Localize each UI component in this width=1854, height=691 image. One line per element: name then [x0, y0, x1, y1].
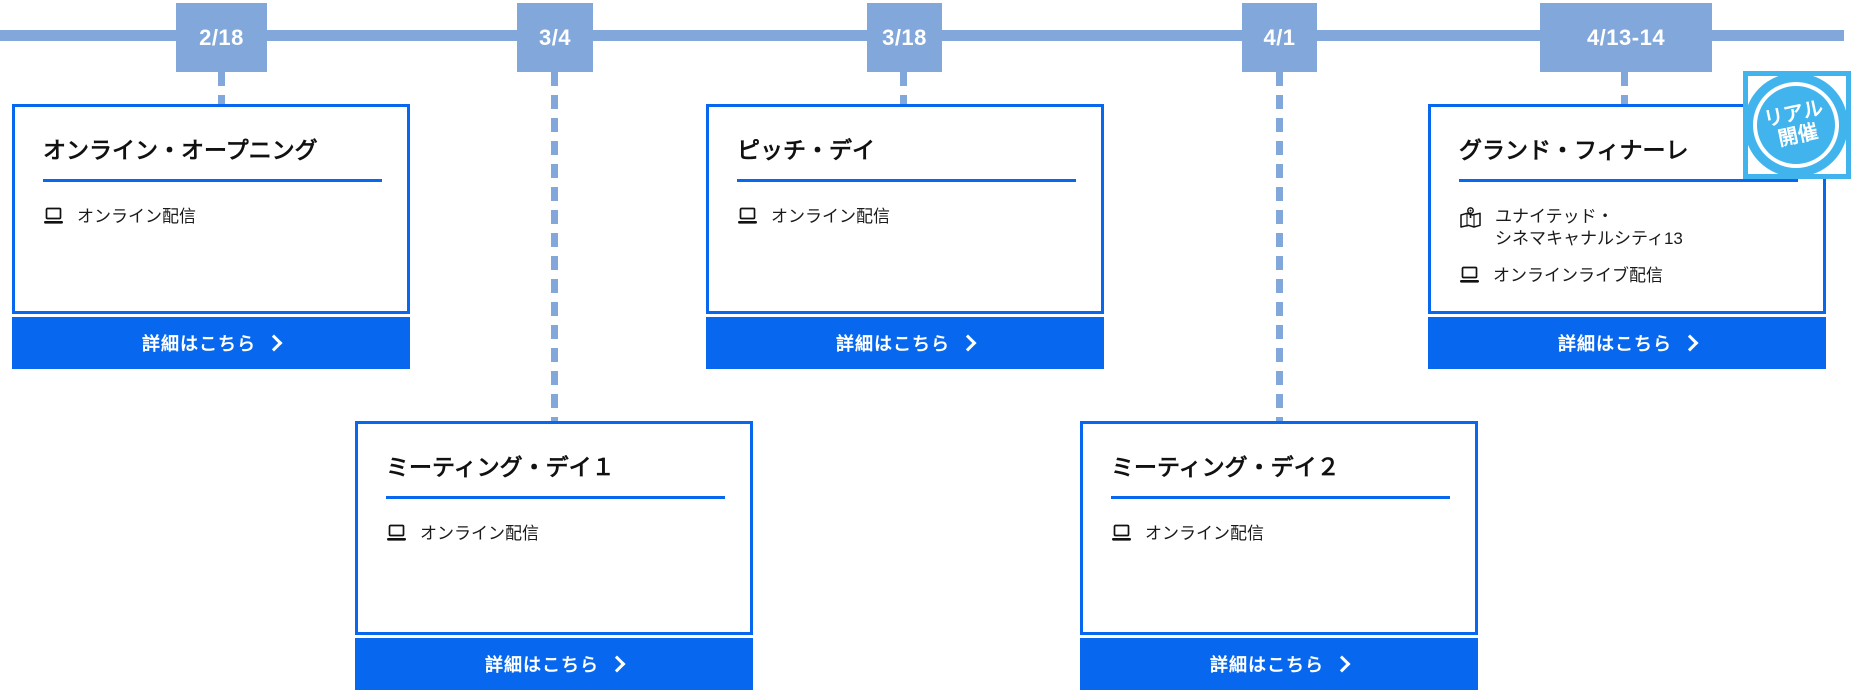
info-text: オンライン配信	[420, 524, 539, 543]
chevron-right-icon	[1681, 334, 1699, 352]
info-text: オンライン配信	[77, 207, 196, 226]
info-text: オンライン配信	[771, 207, 890, 226]
info-row: ユナイテッド・ シネマキャナルシティ13	[1459, 206, 1798, 251]
details-button-label: 詳細はこちら	[1558, 334, 1672, 354]
venue-line-1: ユナイテッド・	[1495, 207, 1614, 226]
details-button[interactable]: 詳細はこちら	[1080, 638, 1478, 690]
event-card-pitch-day: ピッチ・デイ オンライン配信 詳細はこちら	[706, 104, 1104, 369]
connector-line	[551, 72, 558, 421]
badge-ring	[1753, 82, 1839, 168]
date-marker-2: 3/4	[517, 3, 593, 72]
details-button-label: 詳細はこちら	[1210, 655, 1324, 675]
info-text: オンライン配信	[1145, 524, 1264, 543]
date-marker-4: 4/1	[1242, 3, 1317, 72]
event-card-meeting-day-2: ミーティング・デイ２ オンライン配信 詳細はこちら	[1080, 421, 1478, 690]
title-underline	[737, 179, 1076, 182]
details-button-label: 詳細はこちら	[485, 655, 599, 675]
real-event-badge: リアル 開催	[1743, 71, 1851, 179]
chevron-right-icon	[265, 334, 283, 352]
event-card-meeting-day-1: ミーティング・デイ１ オンライン配信 詳細はこちら	[355, 421, 753, 690]
card-body: ミーティング・デイ２ オンライン配信	[1080, 421, 1478, 635]
date-label: 4/13-14	[1586, 24, 1666, 50]
card-body: ミーティング・デイ１ オンライン配信	[355, 421, 753, 635]
event-card-online-opening: オンライン・オープニング オンライン配信 詳細はこちら	[12, 104, 410, 369]
card-body: ピッチ・デイ オンライン配信	[706, 104, 1104, 314]
connector-line	[1621, 72, 1628, 105]
connector-line	[218, 72, 225, 104]
laptop-icon	[1111, 524, 1132, 547]
date-marker-5: 4/13-14	[1540, 3, 1712, 72]
date-label: 3/18	[882, 24, 927, 50]
details-button[interactable]: 詳細はこちら	[1428, 317, 1826, 369]
connector-line	[900, 72, 907, 104]
laptop-icon	[43, 207, 64, 230]
date-marker-1: 2/18	[176, 3, 267, 72]
laptop-icon	[1459, 266, 1480, 289]
details-button[interactable]: 詳細はこちら	[706, 317, 1104, 369]
laptop-icon	[737, 207, 758, 230]
info-row: オンライン配信	[43, 206, 382, 230]
event-title: ミーティング・デイ１	[386, 454, 615, 480]
chevron-right-icon	[959, 334, 977, 352]
venue-line-2: シネマキャナルシティ13	[1495, 229, 1683, 249]
details-button[interactable]: 詳細はこちら	[355, 638, 753, 690]
date-label: 4/1	[1263, 24, 1296, 50]
connector-line	[1276, 72, 1283, 421]
laptop-icon	[386, 524, 407, 547]
info-row: オンラインライブ配信	[1459, 265, 1798, 289]
title-underline	[386, 496, 725, 499]
date-label: 2/18	[199, 24, 244, 50]
badge-circle: リアル 開催	[1744, 73, 1848, 177]
info-row: オンライン配信	[1111, 523, 1450, 547]
map-pin-icon	[1459, 207, 1482, 234]
details-button[interactable]: 詳細はこちら	[12, 317, 410, 369]
info-row: オンライン配信	[386, 523, 725, 547]
date-marker-3: 3/18	[867, 3, 942, 72]
info-text: ユナイテッド・ シネマキャナルシティ13	[1495, 206, 1683, 251]
info-row: オンライン配信	[737, 206, 1076, 230]
details-button-label: 詳細はこちら	[142, 334, 256, 354]
chevron-right-icon	[608, 655, 626, 673]
event-title: オンライン・オープニング	[43, 137, 318, 163]
title-underline	[1459, 179, 1798, 182]
details-button-label: 詳細はこちら	[836, 334, 950, 354]
title-underline	[1111, 496, 1450, 499]
date-label: 3/4	[538, 24, 572, 50]
info-text: オンラインライブ配信	[1493, 265, 1663, 285]
card-body: オンライン・オープニング オンライン配信	[12, 104, 410, 314]
event-title: ミーティング・デイ２	[1111, 454, 1340, 480]
event-title: ピッチ・デイ	[737, 137, 875, 163]
chevron-right-icon	[1333, 655, 1351, 673]
title-underline	[43, 179, 382, 182]
event-title: グランド・フィナーレ	[1459, 137, 1689, 163]
